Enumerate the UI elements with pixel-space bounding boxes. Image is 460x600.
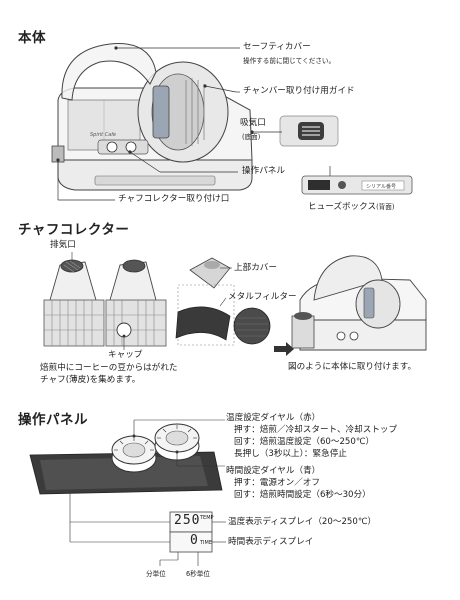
label-chamber-guide: チャンバー取り付け用ガイド <box>243 86 355 96</box>
label-time-display: 時間表示ディスプレイ <box>228 537 314 547</box>
attach-instruction: 図のように本体に取り付けます。 <box>288 362 417 372</box>
chaff-description-line-1: 焙煎中にコーヒーの豆からはがれた <box>40 363 178 373</box>
label-exhaust: 排気口 <box>50 240 76 250</box>
temp-dial-title: 温度設定ダイヤル（赤） <box>226 413 321 423</box>
label-fuse-box: ヒューズボックス(背面) <box>308 202 395 212</box>
time-dial-desc-2: 回す：焙煎時間設定（6秒～30分） <box>234 490 371 500</box>
label-control-panel: 操作パネル <box>242 166 285 176</box>
temp-dial-desc-3: 長押し（3秒以上）：緊急停止 <box>234 449 347 459</box>
label-six-second-unit: 6秒単位 <box>186 570 210 578</box>
note-safety-cover: 操作する前に閉じてください。 <box>243 57 336 65</box>
label-safety-cover: セーフティカバー <box>243 42 311 52</box>
label-cap: キャップ <box>108 350 143 360</box>
logo: Spirit Cafe <box>90 132 117 138</box>
time-display-unit: TIME <box>200 540 213 546</box>
label-metal-filter: メタルフィルター <box>228 292 297 302</box>
section-title-control-panel: 操作パネル <box>18 412 88 428</box>
label-minute-unit: 分単位 <box>146 570 166 578</box>
temperature-display-value: 250 <box>174 513 201 528</box>
temp-dial-desc-2: 回す：焙煎温度設定（60～250℃） <box>234 437 375 447</box>
serial-number-label: シリアル番号 <box>366 184 396 190</box>
chaff-description-line-2: チャフ(薄皮)を集めます。 <box>40 375 141 385</box>
time-dial-title: 時間設定ダイヤル（青） <box>226 466 321 476</box>
label-air-intake: 吸気口 <box>240 118 266 128</box>
label-chaff-collector-mount: チャフコレクター取り付け口 <box>118 194 230 204</box>
section-title-chaff-collector: チャフコレクター <box>18 222 130 238</box>
time-display-value: 0 <box>190 533 198 548</box>
temperature-display-unit: TEMP <box>200 515 214 521</box>
temp-dial-desc-1: 押す：焙煎／冷却スタート、冷却ストップ <box>234 425 398 435</box>
label-temperature-display: 温度表示ディスプレイ（20～250℃） <box>228 517 377 527</box>
section-title-main-unit: 本体 <box>18 30 46 46</box>
note-air-intake: (底面) <box>242 133 261 141</box>
time-dial-desc-1: 押す：電源オン／オフ <box>234 478 320 488</box>
label-top-cover: 上部カバー <box>234 263 277 273</box>
